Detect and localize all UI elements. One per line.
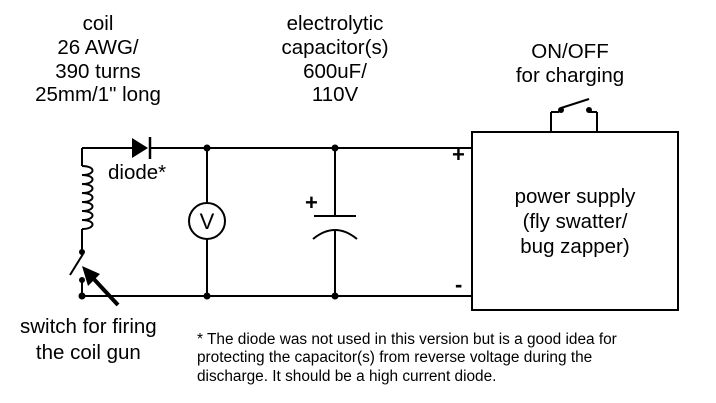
junction-dot (78, 292, 86, 300)
switch-label-line: the coil gun (35, 340, 141, 364)
onoff-contact (558, 107, 564, 113)
psu-minus-terminal: - (455, 272, 463, 297)
capacitor-label: electrolytic capacitor(s) 600uF/ 110V (250, 12, 420, 107)
footnote-line: * The diode was not used in this version… (197, 331, 617, 348)
onoff-switch-blade (560, 98, 590, 109)
switch-label-line: switch for firing (20, 315, 157, 338)
switch-contact (79, 277, 85, 283)
junction-dot (203, 292, 211, 300)
onoff-label-line: for charging (515, 63, 625, 87)
psu-plus-terminal: + (452, 142, 465, 167)
capacitor-label-line: electrolytic (286, 12, 384, 35)
footnote-line: discharge. It should be a high current d… (197, 367, 497, 385)
power-supply-label-line: power supply (514, 185, 636, 208)
footnote: * The diode was not used in this version… (197, 331, 716, 386)
coil-label-line: 26 AWG/ (57, 35, 139, 59)
capacitor-label-line: 600uF/ (303, 59, 367, 83)
power-supply-box (471, 131, 679, 311)
switch-label: switch for firing the coil gun (20, 314, 157, 365)
coil-inductor (81, 165, 94, 230)
capacitor-label-line: capacitor(s) (281, 35, 389, 59)
footnote-line: protecting the capacitor(s) from reverse… (197, 349, 593, 367)
capacitor-label-line: 110V (311, 83, 359, 107)
firing-switch-blade (69, 253, 84, 276)
onoff-label: ON/OFF for charging (495, 40, 645, 88)
junction-dot (331, 292, 339, 300)
switch-arrow-head (82, 266, 100, 286)
diode-label: diode* (108, 161, 167, 184)
coil-label-line: coil (82, 12, 114, 35)
voltmeter-label: V (200, 209, 215, 234)
switch-arrow-shaft (89, 274, 120, 307)
power-supply-label: power supply (fly swatter/ bug zapper) (472, 184, 678, 259)
junction-dot (331, 144, 339, 152)
coil-label-line: 390 turns (55, 59, 141, 83)
coil-label: coil 26 AWG/ 390 turns 25mm/1" long (18, 12, 178, 107)
voltmeter-symbol (188, 202, 226, 240)
junction-dot (203, 144, 211, 152)
power-supply-label-line: (fly swatter/ (522, 210, 628, 233)
switch-contact (79, 249, 85, 255)
capacitor-plus-marker: + (305, 190, 318, 215)
diode-symbol (132, 138, 148, 158)
power-supply-label-line: bug zapper) (520, 235, 630, 258)
onoff-contact (586, 107, 592, 113)
coil-label-line: 25mm/1" long (35, 83, 161, 107)
onoff-label-line: ON/OFF (531, 40, 609, 63)
